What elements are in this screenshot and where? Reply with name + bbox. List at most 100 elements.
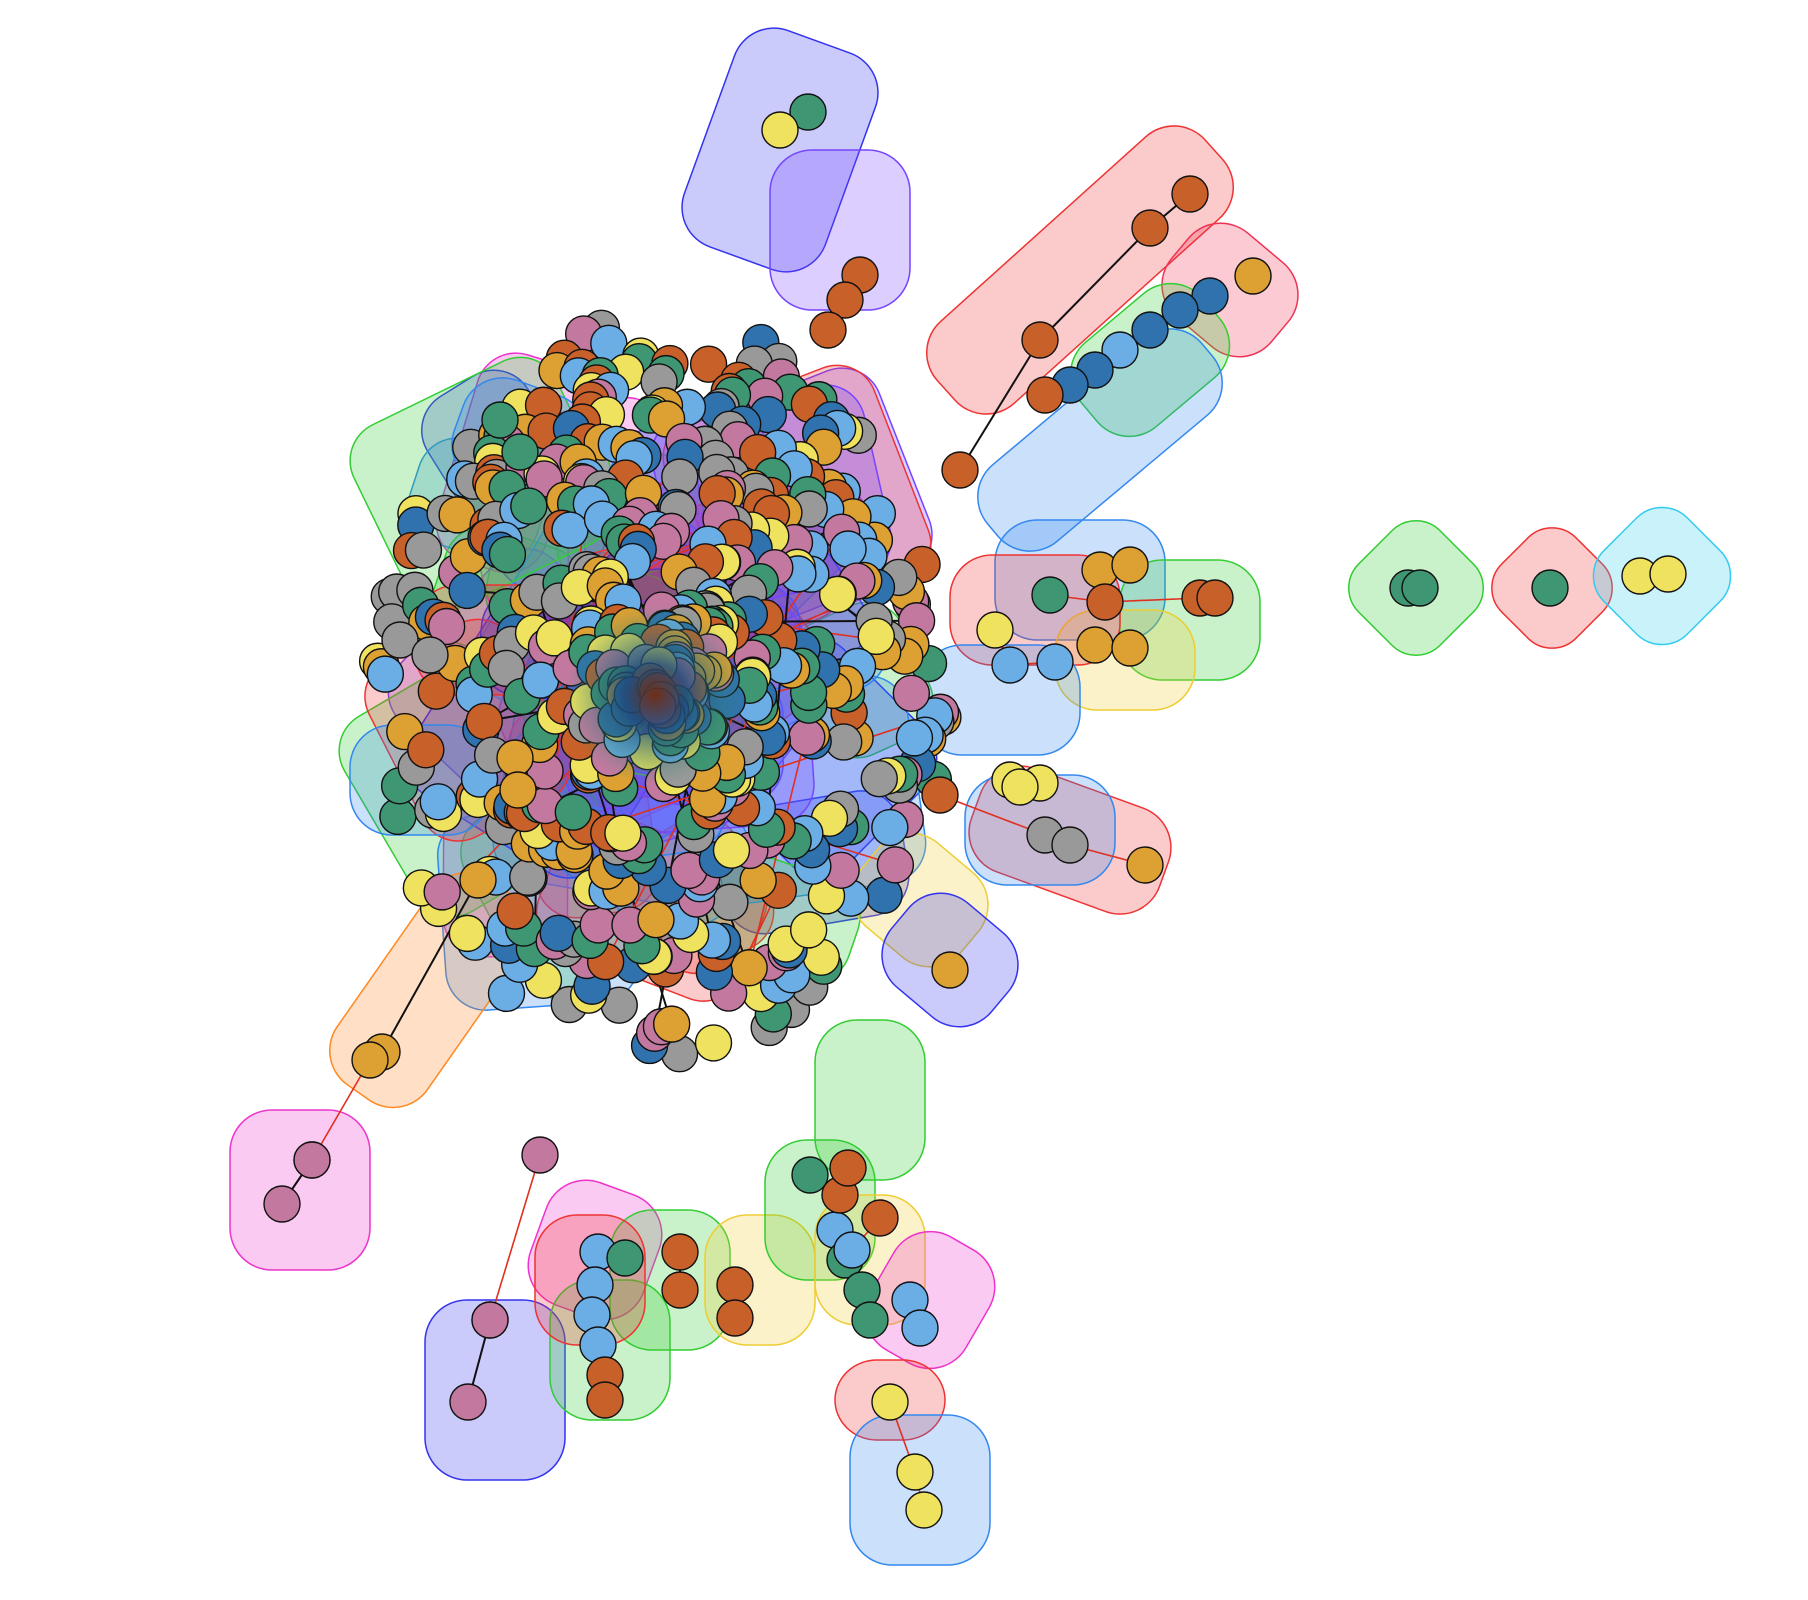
graph-node [871,808,909,847]
graph-node [459,861,497,899]
graph-node [381,621,419,659]
graph-node [554,793,592,831]
graph-node [652,1005,691,1043]
graph-node [901,1309,939,1347]
graph-node [716,1266,754,1304]
graph-node [857,617,895,656]
graph-node [407,731,445,769]
graph-node [366,655,405,693]
graph-node [1111,546,1149,584]
graph-node [829,1149,867,1187]
graph-node [1401,569,1439,607]
graph-node [471,1301,509,1339]
graph-edge [959,339,1041,472]
graph-node [716,1299,754,1337]
graph-node [351,1041,389,1079]
graph-node [761,111,799,149]
dense-core [565,605,745,785]
graph-node [730,949,768,987]
graph-node [606,1239,644,1277]
group-hull [1161,222,1299,358]
group-hull [229,1109,371,1271]
graph-node [818,575,857,614]
graph-node [263,1185,301,1223]
graph-node [895,719,934,757]
graph-node [481,401,519,439]
graph-node [905,1491,943,1529]
graph-node [1196,579,1234,617]
graph-node [604,814,642,852]
graph-node [876,846,915,884]
graph-node [1131,209,1169,247]
group-hull [424,1299,566,1481]
graph-node [1126,846,1164,884]
graph-edge [1039,227,1151,341]
graph-node [1031,576,1069,614]
graph-edge [381,878,479,1053]
graph-node [521,1136,559,1174]
graph-node [788,718,826,756]
graph-node [448,914,487,953]
graph-node [404,531,443,569]
graph-node [1531,569,1569,607]
graph-node [1001,768,1039,806]
graph-node [637,900,675,939]
graph-node [448,571,486,610]
graph-node [1171,175,1209,213]
graph-node [1234,257,1272,295]
graph-node [499,771,537,809]
graph-node [449,1383,487,1421]
graph-node [423,873,461,911]
graph-node [488,535,527,574]
graph-nodes [263,93,1687,1529]
graph-node [809,311,847,349]
graph-node [551,511,589,549]
graph-node [789,911,828,949]
group-hull [925,125,1235,415]
graph-node [931,951,969,989]
graph-node [1086,583,1124,621]
graph-node [501,433,539,471]
graph-node [871,1383,909,1421]
graph-node [826,281,864,319]
graph-node [1021,321,1059,359]
graph-node [860,759,898,798]
graph-node [851,1301,889,1339]
graph-node [465,702,503,741]
graph-node [921,776,959,814]
graph-node [1161,291,1199,329]
graph-node [539,914,577,952]
graph-node [579,906,617,944]
graph-node [419,783,457,821]
graph-node [896,1453,934,1491]
graph-node [1026,376,1064,414]
graph-node [417,672,456,710]
graph-node [427,607,466,646]
graph-node [861,1199,899,1237]
graph-node [586,1381,624,1419]
graph-node [789,93,827,131]
group-hull [814,1019,926,1181]
graph-node [1076,626,1114,664]
graph-node [712,831,751,869]
graph-node [661,1271,699,1309]
graph-node [689,345,728,383]
graph-node [1036,643,1074,681]
graph-node [991,646,1029,684]
graph-node [694,1024,733,1062]
graph-node [892,674,931,713]
graph-node [829,530,867,568]
graph-edge [311,1059,371,1161]
graph-node [1649,555,1687,593]
graph-node [510,487,548,525]
graph-node [496,739,534,777]
graph-node [1101,331,1139,369]
graph-node [833,1231,871,1269]
graph-node [293,1141,331,1179]
graph-node [1131,311,1169,349]
graph-node [1051,826,1089,864]
graph-node [1111,629,1149,667]
graph-node [791,1156,829,1194]
